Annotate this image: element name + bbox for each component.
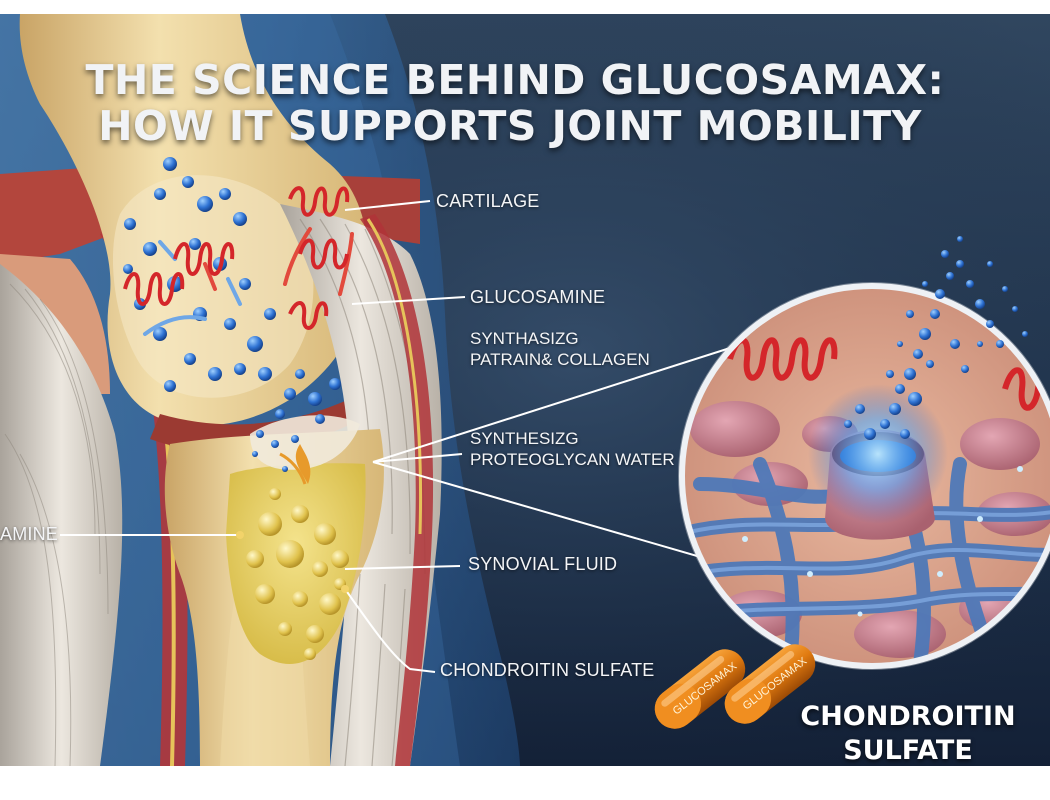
label-glucosamine-left-cut: AMINE	[0, 524, 59, 544]
collagen-spirals	[123, 186, 350, 330]
label-synovial-fluid: SYNOVIAL FLUID	[468, 554, 618, 574]
magnified-tissue-circle	[678, 282, 1050, 670]
bottom-caption: CHONDROITIN SULFATE	[788, 700, 1028, 766]
bottom-caption-line2: SULFATE	[843, 735, 973, 766]
label-chondroitin-sulfate: CHONDROITIN SULFATE	[440, 660, 655, 680]
title-line-1: THE SCIENCE BEHIND GLUCOSAMAX:	[85, 56, 945, 104]
leader-lines	[60, 200, 753, 673]
glucosamine-molecules	[123, 157, 341, 472]
label-cartilage: CARTILAGE	[436, 191, 540, 211]
molecule-spray	[844, 236, 1028, 440]
label-synthesis-proteoglycan: SYNTHESIZG PROTEOGLYCAN WATER	[470, 428, 675, 470]
infographic-frame: GLUCOSAMAX GLUCOSAMAX THE SCIENCE BEHIND…	[0, 14, 1050, 766]
bottom-caption-line1: CHONDROITIN	[800, 701, 1016, 732]
title-line-2: HOW IT SUPPORTS JOINT MOBILITY	[98, 102, 922, 150]
glucosamax-capsules: GLUCOSAMAX GLUCOSAMAX	[654, 644, 816, 729]
label-synthesis-collagen: SYNTHASIZG PATRAIN& COLLAGEN	[470, 328, 650, 370]
label-glucosamine: GLUCOSAMINE	[470, 287, 606, 307]
label-synthesis-collagen-line2: PATRAIN& COLLAGEN	[470, 350, 650, 369]
synovial-bubbles	[246, 488, 349, 660]
label-synthesis-proteoglycan-line2: PROTEOGLYCAN WATER	[470, 450, 675, 469]
joint-illustration: GLUCOSAMAX GLUCOSAMAX	[0, 14, 1050, 766]
label-synthesis-proteoglycan-line1: SYNTHESIZG	[470, 429, 579, 448]
ligament-left	[0, 264, 123, 766]
label-synthesis-collagen-line1: SYNTHASIZG	[470, 329, 579, 348]
